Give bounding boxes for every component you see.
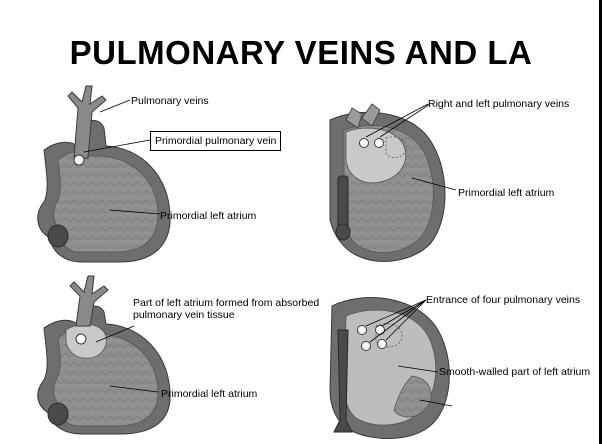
panel-2-heart — [330, 104, 456, 261]
panel-4-heart — [330, 298, 452, 439]
label-right-left-pulmonary-veins: Right and left pulmonary veins — [428, 98, 569, 110]
label-primordial-left-atrium-1: Primordial left atrium — [160, 210, 256, 222]
panel-1-heart — [38, 86, 170, 262]
label-smooth-walled-part: Smooth-walled part of left atrium — [439, 366, 590, 378]
label-absorbed-vein-tissue: Part of left atrium formed from absorbed… — [133, 297, 338, 321]
label-primordial-left-atrium-3: Primordial left atrium — [161, 388, 257, 400]
label-four-pulmonary-veins: Entrance of four pulmonary veins — [426, 294, 580, 306]
label-primordial-pulmonary-vein: Primordial pulmonary vein — [150, 131, 281, 151]
label-pulmonary-veins: Pulmonary veins — [131, 95, 209, 107]
label-primordial-left-atrium-2: Primordial left atrium — [458, 187, 554, 199]
